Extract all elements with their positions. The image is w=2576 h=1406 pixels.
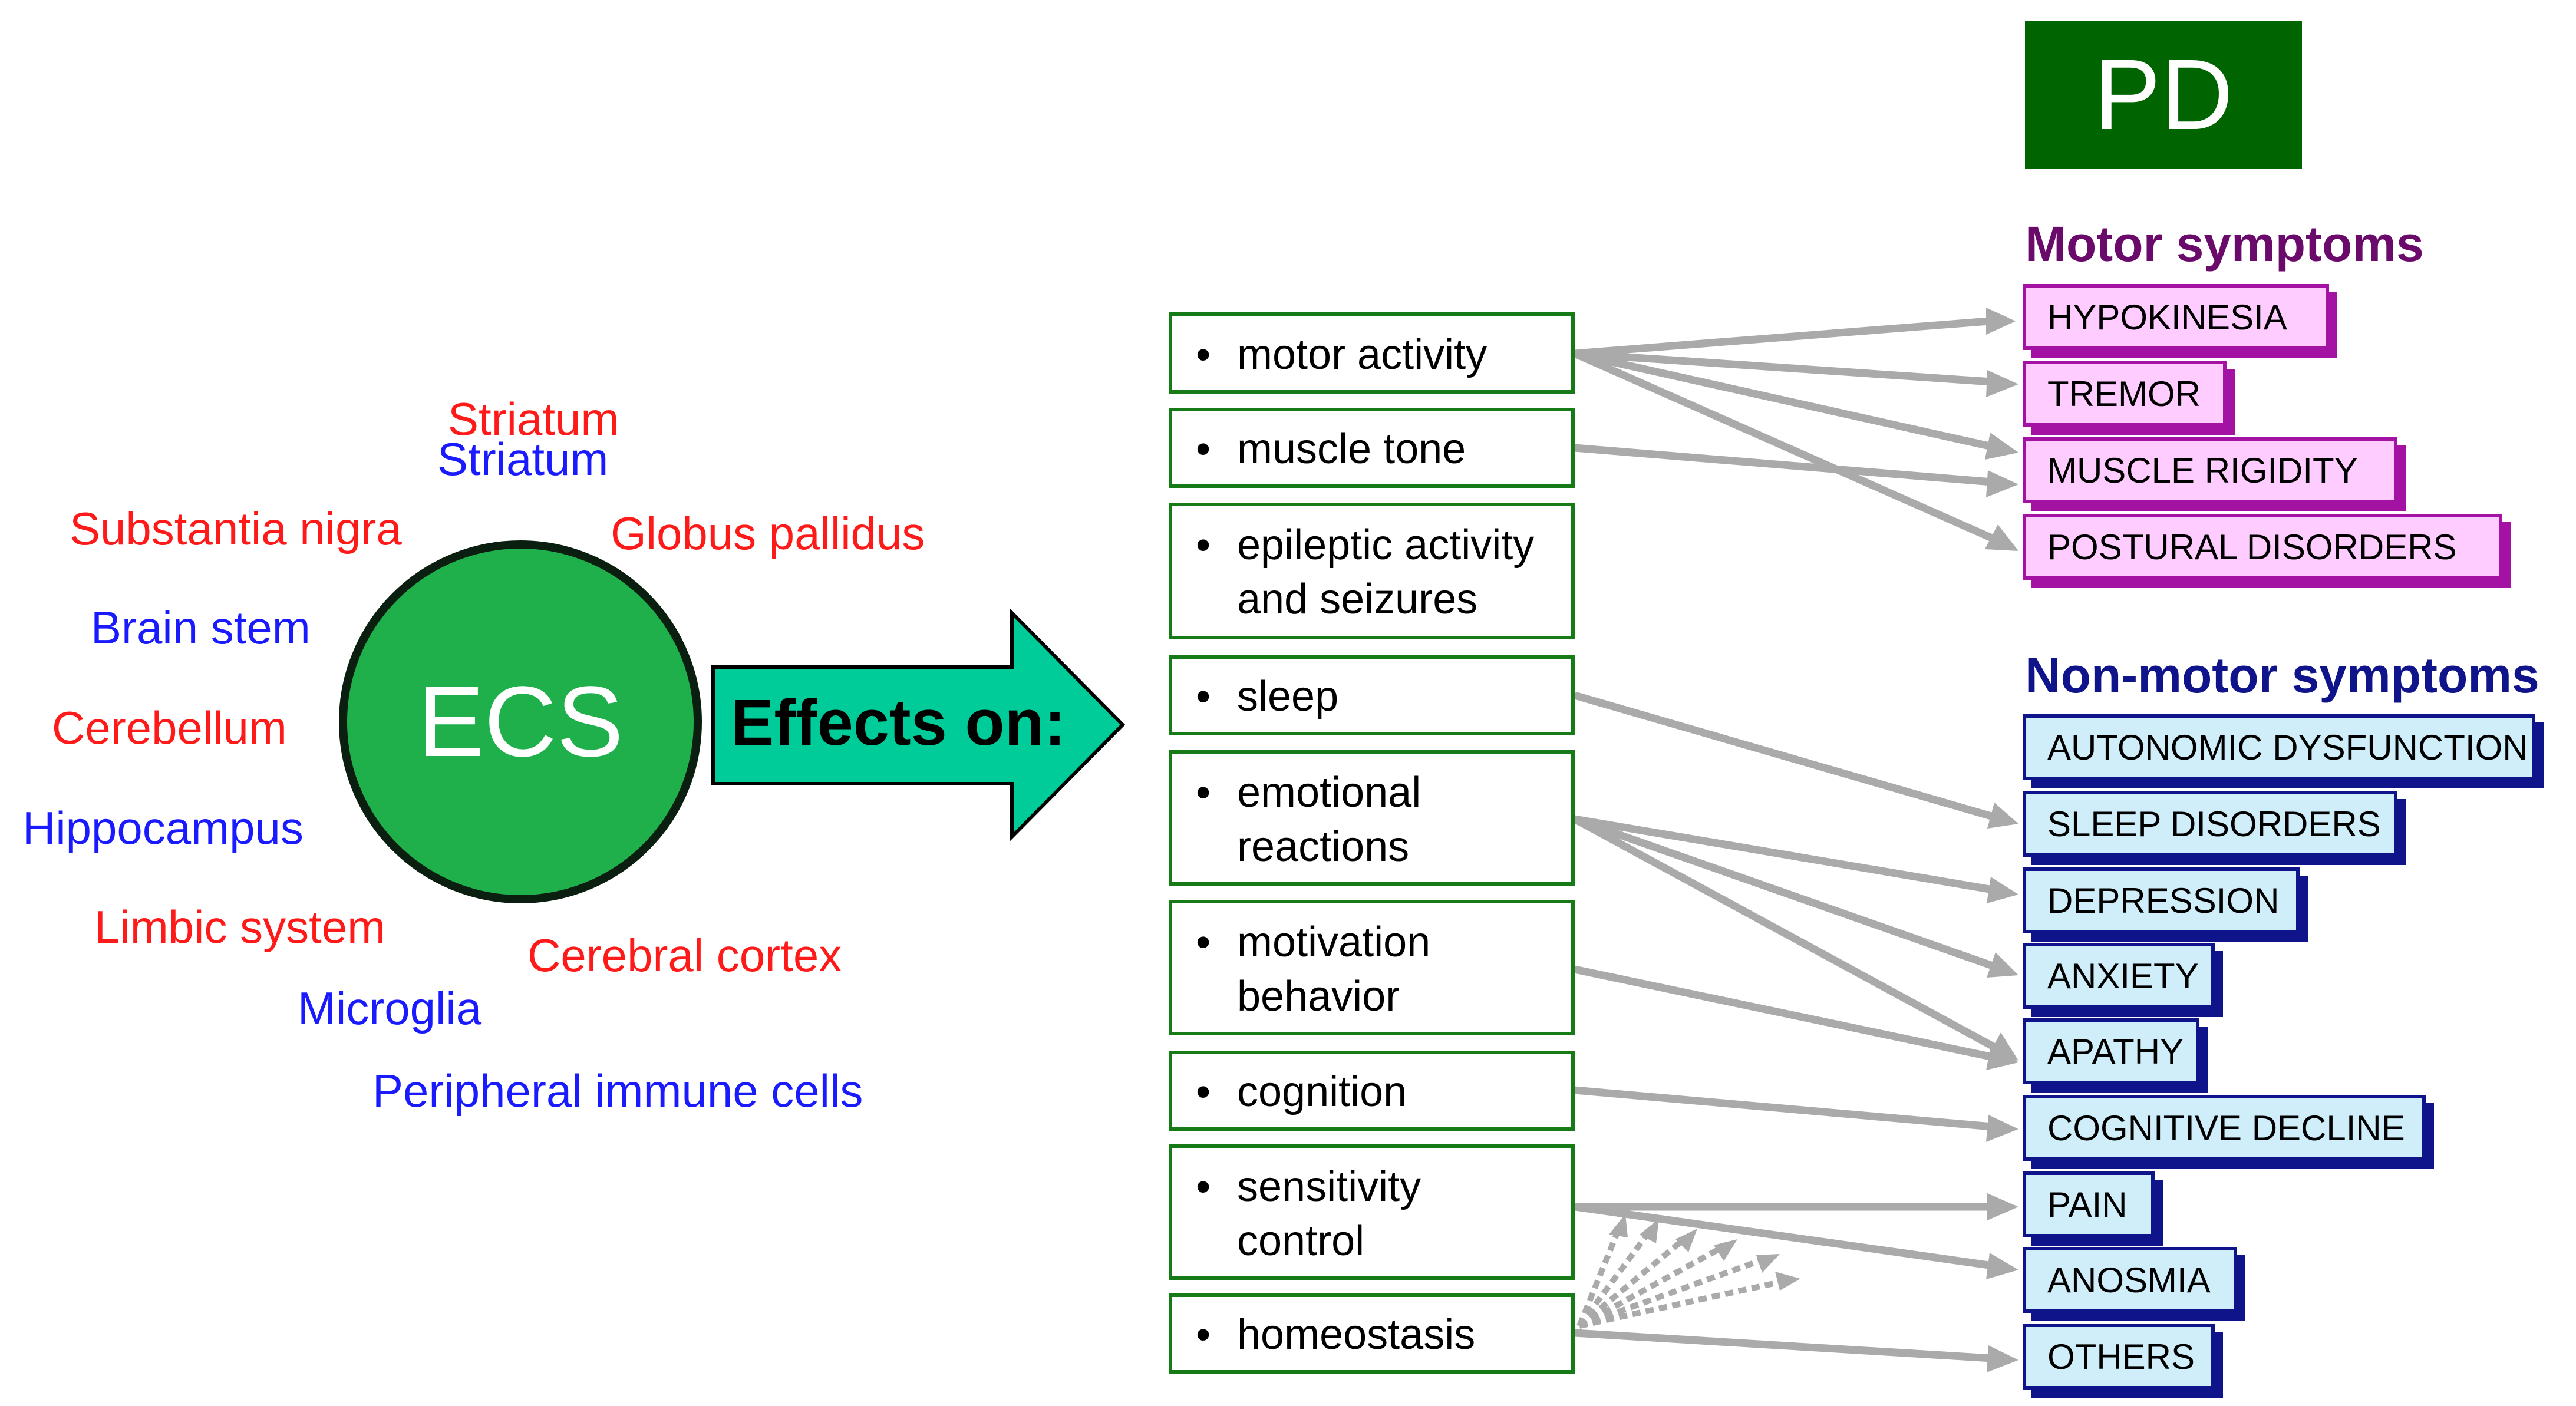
effect-label: sensitivity control	[1237, 1163, 1421, 1265]
arrow-cognition-to-decline	[1574, 1086, 1993, 1131]
symptom-anxiety: ANXIETY	[2023, 943, 2215, 1009]
pd-box: PD	[2025, 21, 2302, 169]
region-limbic-system: Limbic system	[94, 901, 386, 953]
arrow-emotional-to-anxiety	[1573, 815, 1996, 971]
arrow-sensitivity-to-pain-head	[1987, 1193, 2018, 1220]
symptom-others: OTHERS	[2023, 1324, 2215, 1390]
arrow-motor-to-postural	[1573, 350, 1995, 542]
effects-big-arrow	[711, 608, 1126, 841]
region-substantia-nigra: Substantia nigra	[70, 503, 402, 555]
arrow-homeostasis-to-others-head	[1987, 1345, 2018, 1372]
arrow-muscletone-to-rigidity-head	[1986, 470, 2018, 497]
bullet: •	[1196, 1068, 1211, 1115]
region-hippocampus: Hippocampus	[22, 802, 304, 854]
effect-label: motivation behavior	[1237, 919, 1431, 1020]
arrow-motivation-to-apathy-head	[1986, 1044, 2018, 1070]
arrow-emotional-to-apathy	[1572, 816, 1998, 1051]
effect-sleep: • sleep	[1169, 655, 1575, 735]
mapping-arrows	[1572, 308, 2018, 1372]
region-striatum-red: Striatum	[448, 393, 619, 445]
arrow-motor-to-tremor-head	[1986, 370, 2018, 397]
effect-motor-activity: • motor activity	[1169, 312, 1575, 394]
bullet: •	[1196, 522, 1211, 569]
effect-label: cognition	[1237, 1068, 1407, 1115]
effect-label: emotional reactions	[1237, 769, 1421, 870]
arrow-motor-to-hypokinesia	[1574, 317, 1990, 358]
region-cerebellum: Cerebellum	[52, 702, 287, 754]
arrow-emotional-to-depression-head	[1987, 877, 2018, 903]
symptom-apathy: APATHY	[2023, 1018, 2199, 1084]
bullet: •	[1196, 1163, 1211, 1210]
effect-label: sleep	[1237, 673, 1339, 720]
arrow-sensitivity-to-anosmia	[1574, 1203, 1994, 1270]
arrow-motor-to-postural-head	[1985, 524, 2018, 551]
homeostasis-dotted-arrows	[1576, 1214, 1800, 1329]
effect-motivation-behavior: • motivation behavior	[1169, 900, 1575, 1035]
symptom-hypokinesia: HYPOKINESIA	[2023, 284, 2329, 350]
arrow-motor-to-tremor	[1574, 349, 1993, 386]
bullet: •	[1196, 425, 1211, 473]
pd-label: PD	[2093, 39, 2234, 151]
arrow-homeostasis-to-others	[1574, 1329, 1993, 1362]
symptom-tremor: TREMOR	[2023, 361, 2227, 427]
effect-label: muscle tone	[1237, 425, 1466, 473]
arrow-sensitivity-to-anosmia-head	[1986, 1253, 2018, 1279]
bullet: •	[1196, 673, 1211, 720]
region-microglia: Microglia	[298, 982, 482, 1034]
bullet: •	[1196, 919, 1211, 966]
effect-emotional-reactions: • emotional reactions	[1169, 750, 1575, 886]
region-cerebral-cortex: Cerebral cortex	[527, 929, 842, 981]
arrow-cognition-to-decline-head	[1986, 1115, 2018, 1142]
effect-sensitivity-control: • sensitivity control	[1169, 1144, 1575, 1280]
symptom-depression: DEPRESSION	[2023, 867, 2300, 933]
bullet: •	[1196, 769, 1211, 816]
nonmotor-symptoms-title: Non-motor symptoms	[2025, 648, 2539, 703]
symptom-cognitive-decline: COGNITIVE DECLINE	[2023, 1095, 2426, 1161]
arrow-motor-to-rigidity	[1574, 349, 1993, 451]
bullet: •	[1196, 1311, 1211, 1358]
motor-symptoms-title: Motor symptoms	[2025, 216, 2424, 272]
effect-homeostasis: • homeostasis	[1169, 1293, 1575, 1374]
symptom-anosmia: ANOSMIA	[2023, 1247, 2237, 1313]
symptom-postural-disorders: POSTURAL DISORDERS	[2023, 514, 2502, 580]
effect-muscle-tone: • muscle tone	[1169, 408, 1575, 488]
symptom-autonomic-dysfunction: AUTONOMIC DYSFUNCTION	[2023, 714, 2535, 780]
effect-label: homeostasis	[1237, 1311, 1476, 1358]
effect-label: epileptic activity and seizures	[1237, 522, 1535, 623]
arrow-sleep-to-sleepdisorders	[1574, 691, 1994, 821]
region-brain-stem: Brain stem	[91, 602, 311, 654]
arrow-emotional-to-depression	[1574, 815, 1994, 894]
arrow-sleep-to-sleepdisorders-head	[1987, 803, 2018, 829]
arrow-motor-to-hypokinesia-head	[1986, 308, 2016, 335]
arrow-motivation-to-apathy	[1574, 965, 1994, 1061]
effect-label: motor activity	[1237, 331, 1487, 378]
bullet: •	[1196, 331, 1211, 378]
region-striatum-blue: Striatum	[437, 433, 609, 485]
symptom-muscle-rigidity: MUSCLE RIGIDITY	[2023, 437, 2397, 503]
ecs-label: ECS	[417, 666, 624, 778]
region-peripheral-immune-cells: Peripheral immune cells	[372, 1065, 863, 1117]
arrow-muscletone-to-rigidity	[1574, 444, 1993, 486]
symptom-sleep-disorders: SLEEP DISORDERS	[2023, 791, 2397, 857]
effect-cognition: • cognition	[1169, 1051, 1575, 1131]
effect-epileptic-activity: • epileptic activity and seizures	[1169, 503, 1575, 639]
arrow-emotional-to-anxiety-head	[1987, 952, 2018, 978]
region-globus-pallidus: Globus pallidus	[611, 507, 925, 559]
arrow-motor-to-rigidity-head	[1985, 433, 2018, 460]
effects-on-label: Effects on:	[731, 687, 1066, 759]
symptom-pain: PAIN	[2023, 1171, 2155, 1237]
